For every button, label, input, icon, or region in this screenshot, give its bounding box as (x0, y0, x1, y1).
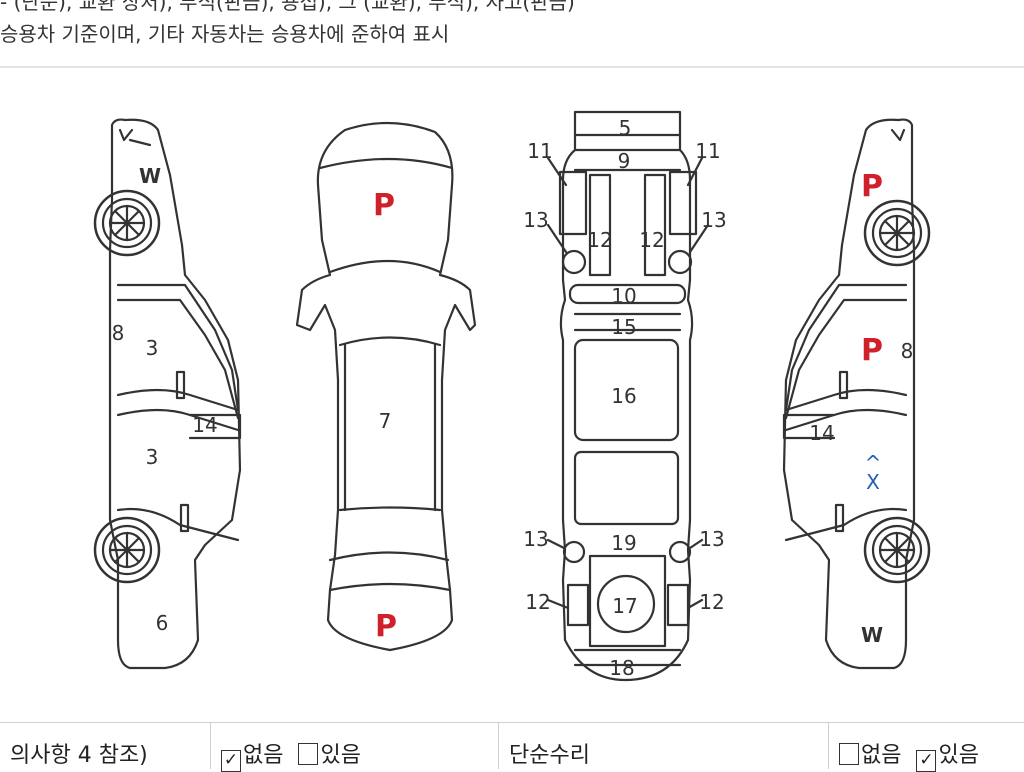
checkbox-checked-icon[interactable]: ✓ (916, 750, 937, 772)
option-none-right[interactable]: 없음 (839, 737, 901, 769)
option-yes-right[interactable]: ✓있음 (916, 737, 979, 772)
options-left: ✓없음 있음 (210, 723, 498, 772)
option-yes-left[interactable]: 있음 (298, 737, 361, 769)
label-3-rear-door: 3 (146, 445, 159, 469)
top-view (295, 121, 477, 652)
option-none-right-label: 없음 (861, 743, 902, 768)
label-11-left: 11 (527, 139, 552, 163)
header-note: 승용차 기준이며, 기타 자동차는 승용차에 준하여 표시 (0, 22, 450, 46)
label-6-left: 6 (156, 611, 169, 635)
mark-x-right-rear-door: X (866, 470, 880, 494)
option-none-left[interactable]: ✓없음 (221, 737, 283, 772)
label-13-front-right: 13 (701, 208, 726, 232)
row-label-note-text: 의사항 4 참조) (10, 743, 148, 768)
vehicle-diagram: W 8 3 3 14 6 7 5 9 11 11 12 12 13 13 10 … (93, 110, 931, 682)
header-divider (0, 66, 1024, 68)
inspection-row: 의사항 4 참조) ✓없음 있음 단순수리 없음 ✓있음 (0, 722, 1024, 772)
option-yes-right-label: 있음 (938, 743, 979, 768)
underside-view (558, 110, 698, 682)
label-13-rear-right: 13 (699, 527, 724, 551)
label-13-rear-left: 13 (523, 527, 548, 551)
left-side-view (93, 118, 242, 670)
label-12-rear-left: 12 (525, 590, 550, 614)
mark-w-right: W (861, 623, 883, 647)
row-label-simple-repair-text: 단순수리 (509, 743, 590, 768)
label-5: 5 (619, 116, 632, 140)
checkbox-empty-icon[interactable] (298, 743, 319, 765)
header-legend-line: - (단순), 교환 상처), 부식(판금), 용접), 그 (교환), 부식)… (0, 0, 575, 14)
label-19: 19 (611, 531, 636, 555)
label-3-front-door: 3 (146, 336, 159, 360)
checkbox-checked-icon[interactable]: ✓ (221, 750, 241, 772)
label-14-left: 14 (192, 413, 217, 437)
label-12-rear-right: 12 (699, 590, 724, 614)
label-18: 18 (609, 656, 634, 680)
label-10: 10 (611, 284, 636, 308)
label-11-right: 11 (695, 139, 720, 163)
label-8-left: 8 (112, 321, 125, 345)
label-7-roof: 7 (379, 409, 392, 433)
mark-w-left: W (139, 164, 161, 188)
mark-p-right-fender: P (861, 169, 883, 204)
label-4-right: 14 (809, 421, 834, 445)
option-none-left-label: 없음 (243, 743, 284, 768)
label-16: 16 (611, 384, 636, 408)
mark-p-hood: P (373, 188, 395, 223)
checkbox-empty-icon[interactable] (839, 743, 859, 765)
mark-x-accent: ^ (865, 451, 882, 475)
label-12-front-right: 12 (639, 228, 664, 252)
label-8-right: 8 (901, 339, 914, 363)
row-label-note: 의사항 4 참조) (0, 723, 210, 769)
label-15: 15 (611, 315, 636, 339)
label-17: 17 (612, 594, 637, 618)
mark-p-right-front-door: P (861, 333, 883, 368)
mark-p-trunk: P (375, 609, 397, 644)
label-9: 9 (618, 149, 631, 173)
label-13-front-left: 13 (523, 208, 548, 232)
options-right: 없음 ✓있음 (828, 723, 1024, 772)
right-side-view (782, 118, 931, 670)
label-12-front-left: 12 (587, 228, 612, 252)
row-label-simple-repair: 단순수리 (498, 723, 828, 769)
option-yes-left-label: 있음 (320, 743, 361, 768)
